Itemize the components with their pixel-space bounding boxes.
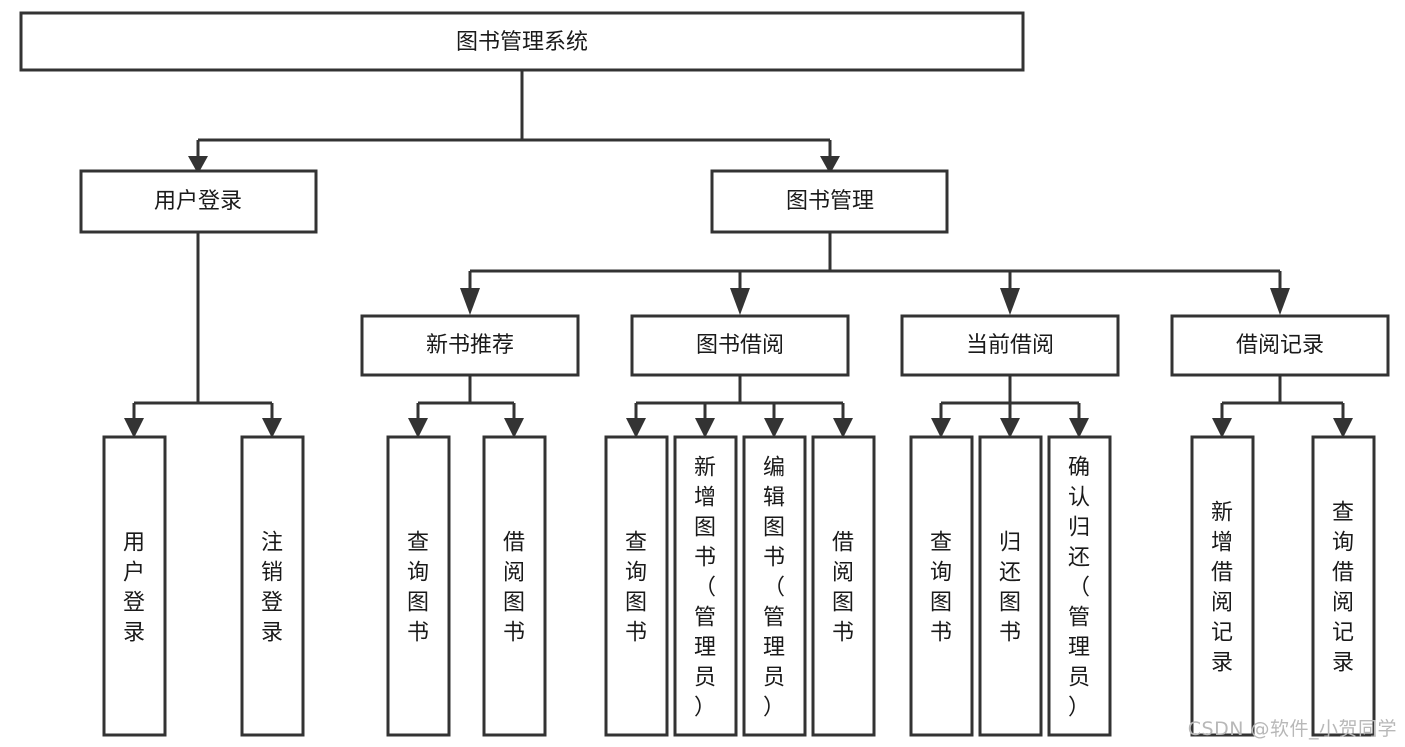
- arrow-bookmanage-to-newbook: [460, 288, 480, 315]
- arrow-root-to-user-login: [188, 156, 208, 174]
- node-leaf-borrow-book-a[interactable]: 借阅图书: [482, 435, 547, 737]
- node-book-manage-label: 图书管理: [786, 189, 874, 214]
- node-leaf-query-book-a-label: 查询图书: [407, 530, 429, 645]
- node-leaf-query-book-b[interactable]: 查询图书: [604, 435, 669, 737]
- arrow-currentborrow-to-leaf3: [1069, 418, 1089, 438]
- node-user-login-label: 用户登录: [154, 189, 242, 214]
- edge-bookborrow-bus: [634, 375, 845, 420]
- arrow-root-to-book-manage: [820, 156, 840, 174]
- edge-newbook-bus: [416, 375, 516, 420]
- arrow-currentborrow-to-leaf2: [1000, 418, 1020, 438]
- node-leaf-borrow-book-b-box[interactable]: [811, 435, 876, 737]
- node-book-borrow-box[interactable]: [630, 314, 850, 377]
- arrow-bookborrow-to-leaf3: [764, 418, 784, 438]
- node-book-manage-box[interactable]: [710, 169, 949, 234]
- node-leaf-user-login-box[interactable]: [102, 435, 167, 737]
- arrow-currentborrow-to-leaf1: [931, 418, 951, 438]
- arrow-bookborrow-to-leaf1: [626, 418, 646, 438]
- arrow-bookborrow-to-leaf4: [833, 418, 853, 438]
- node-root[interactable]: 图书管理系统: [19, 11, 1025, 72]
- node-leaf-user-login[interactable]: 用户登录: [102, 435, 167, 737]
- node-leaf-query-book-c[interactable]: 查询图书: [909, 435, 974, 737]
- node-leaf-add-record-label: 新增借阅记录: [1211, 500, 1233, 675]
- node-leaf-edit-book-label: 编辑图书（管理员）: [763, 455, 785, 720]
- node-book-manage[interactable]: 图书管理: [710, 169, 949, 234]
- node-leaf-return-book[interactable]: 归还图书: [978, 435, 1043, 737]
- node-new-book-rec-box[interactable]: [360, 314, 580, 377]
- arrow-bookborrow-to-leaf2: [695, 418, 715, 438]
- node-book-borrow-label: 图书借阅: [696, 333, 784, 358]
- node-leaf-edit-book[interactable]: 编辑图书（管理员）: [742, 435, 807, 737]
- node-leaf-borrow-book-a-label: 借阅图书: [503, 530, 525, 645]
- node-current-borrow[interactable]: 当前借阅: [900, 314, 1120, 377]
- edge-currentborrow-bus: [939, 375, 1081, 420]
- arrow-newbook-to-leaf1: [408, 418, 428, 438]
- node-borrow-record[interactable]: 借阅记录: [1170, 314, 1390, 377]
- connector-layer: [124, 70, 1353, 438]
- arrow-userlogin-to-leaf1: [124, 418, 144, 438]
- node-leaf-confirm-return-box[interactable]: [1047, 435, 1112, 737]
- node-leaf-borrow-book-a-box[interactable]: [482, 435, 547, 737]
- node-leaf-query-book-a[interactable]: 查询图书: [386, 435, 451, 737]
- node-borrow-record-box[interactable]: [1170, 314, 1390, 377]
- node-leaf-query-book-b-label: 查询图书: [625, 530, 647, 645]
- node-leaf-query-book-c-label: 查询图书: [930, 530, 952, 645]
- node-leaf-add-book[interactable]: 新增图书（管理员）: [673, 435, 738, 737]
- node-new-book-rec[interactable]: 新书推荐: [360, 314, 580, 377]
- node-user-login[interactable]: 用户登录: [79, 169, 318, 234]
- node-leaf-user-logout[interactable]: 注销登录: [240, 435, 305, 737]
- node-root-label: 图书管理系统: [456, 30, 588, 55]
- arrow-newbook-to-leaf2: [504, 418, 524, 438]
- node-leaf-query-book-c-box[interactable]: [909, 435, 974, 737]
- node-user-login-box[interactable]: [79, 169, 318, 234]
- node-new-book-rec-label: 新书推荐: [426, 333, 514, 358]
- node-leaf-confirm-return[interactable]: 确认归还（管理员）: [1047, 435, 1112, 737]
- node-current-borrow-label: 当前借阅: [966, 333, 1054, 358]
- arrow-userlogin-to-leaf2: [262, 418, 282, 438]
- node-leaf-add-book-box[interactable]: [673, 435, 738, 737]
- edge-borrowrecord-bus: [1220, 375, 1345, 420]
- node-borrow-record-label: 借阅记录: [1236, 333, 1324, 358]
- node-book-borrow[interactable]: 图书借阅: [630, 314, 850, 377]
- node-leaf-return-book-box[interactable]: [978, 435, 1043, 737]
- node-current-borrow-box[interactable]: [900, 314, 1120, 377]
- node-leaf-query-record[interactable]: 查询借阅记录: [1311, 435, 1376, 737]
- node-leaf-add-record-box[interactable]: [1190, 435, 1255, 737]
- node-leaf-query-record-label: 查询借阅记录: [1332, 500, 1354, 675]
- node-leaf-add-record[interactable]: 新增借阅记录: [1190, 435, 1255, 737]
- node-leaf-borrow-book-b-label: 借阅图书: [832, 530, 854, 645]
- edge-bookmanage-bus: [468, 232, 1282, 290]
- node-leaf-user-logout-box[interactable]: [240, 435, 305, 737]
- node-leaf-query-book-a-box[interactable]: [386, 435, 451, 737]
- node-leaf-edit-book-box[interactable]: [742, 435, 807, 737]
- arrow-bookmanage-to-currentborrow: [1000, 288, 1020, 315]
- node-leaf-confirm-return-label: 确认归还（管理员）: [1068, 455, 1090, 720]
- edge-root-bus: [196, 70, 832, 158]
- arrow-bookmanage-to-bookborrow: [730, 288, 750, 315]
- node-leaf-query-book-b-box[interactable]: [604, 435, 669, 737]
- node-leaf-user-logout-label: 注销登录: [261, 530, 283, 645]
- node-leaf-add-book-label: 新增图书（管理员）: [694, 455, 716, 720]
- node-root-box[interactable]: [19, 11, 1025, 72]
- node-leaf-query-record-box[interactable]: [1311, 435, 1376, 737]
- node-leaf-return-book-label: 归还图书: [999, 530, 1021, 645]
- node-leaf-user-login-label: 用户登录: [123, 530, 145, 645]
- node-leaf-borrow-book-b[interactable]: 借阅图书: [811, 435, 876, 737]
- edge-userlogin-bus: [132, 232, 274, 420]
- arrow-borrowrecord-to-leaf2: [1333, 418, 1353, 438]
- arrow-borrowrecord-to-leaf1: [1212, 418, 1232, 438]
- arrow-bookmanage-to-borrowrecord: [1270, 288, 1290, 315]
